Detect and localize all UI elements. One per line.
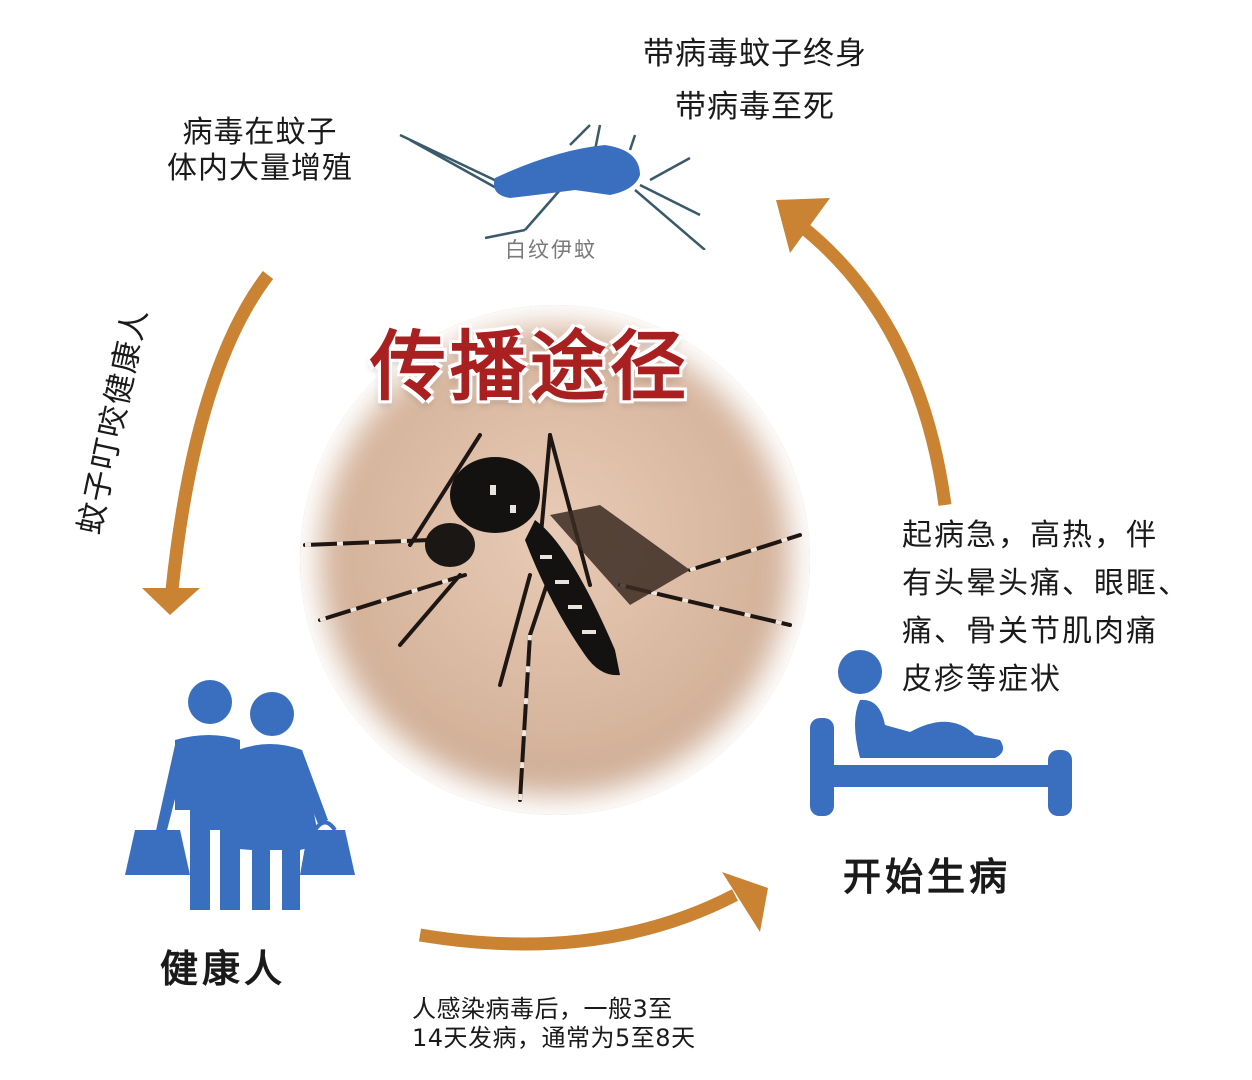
aedes-mosquito-photo-icon	[303, 433, 802, 802]
caption-line: 带病毒蚊子终身	[643, 36, 867, 72]
symptom-line: 有头晕头痛、眼眶、	[902, 566, 1190, 601]
diagram-title: 传播途径	[370, 322, 690, 411]
arrow-up-right	[795, 219, 952, 506]
symptom-line: 起病急，高热，伴	[902, 518, 1158, 553]
incubation-caption: 人感染病毒后，一般3至 14天发病，通常为5至8天	[412, 995, 696, 1053]
virus-replication-caption: 病毒在蚊子 体内大量增殖	[140, 115, 380, 187]
caption-line: 14天发病，通常为5至8天	[412, 1024, 696, 1052]
healthy-couple-icon	[125, 680, 355, 910]
symptoms-text: 起病急，高热，伴 有头晕头痛、眼眶、 痛、骨关节肌肉痛 皮疹等症状	[902, 512, 1190, 704]
node-label-get-sick: 开始生病	[843, 855, 1012, 899]
symptom-line: 皮疹等症状	[902, 662, 1062, 697]
node-label-healthy-person: 健康人	[160, 947, 287, 991]
arrowhead-down-icon	[142, 588, 200, 615]
mosquito-photo-circle	[300, 305, 810, 815]
symptom-line: 痛、骨关节肌肉痛	[902, 614, 1158, 649]
arrowhead-right-icon	[722, 872, 768, 932]
caption-line: 人感染病毒后，一般3至	[412, 995, 673, 1023]
mosquito-silhouette-icon	[399, 124, 706, 250]
arrow-down-left	[165, 271, 274, 591]
arrowhead-up-icon	[776, 198, 830, 253]
caption-line: 病毒在蚊子	[182, 115, 338, 150]
arrow-bottom	[418, 889, 738, 951]
caption-line: 体内大量增殖	[167, 151, 353, 186]
lifelong-carrier-caption: 带病毒蚊子终身 带病毒至死	[600, 28, 910, 134]
sick-person-in-bed-icon	[810, 650, 1072, 816]
caption-line: 带病毒至死	[675, 89, 835, 125]
species-label: 白纹伊蚊	[505, 238, 597, 262]
